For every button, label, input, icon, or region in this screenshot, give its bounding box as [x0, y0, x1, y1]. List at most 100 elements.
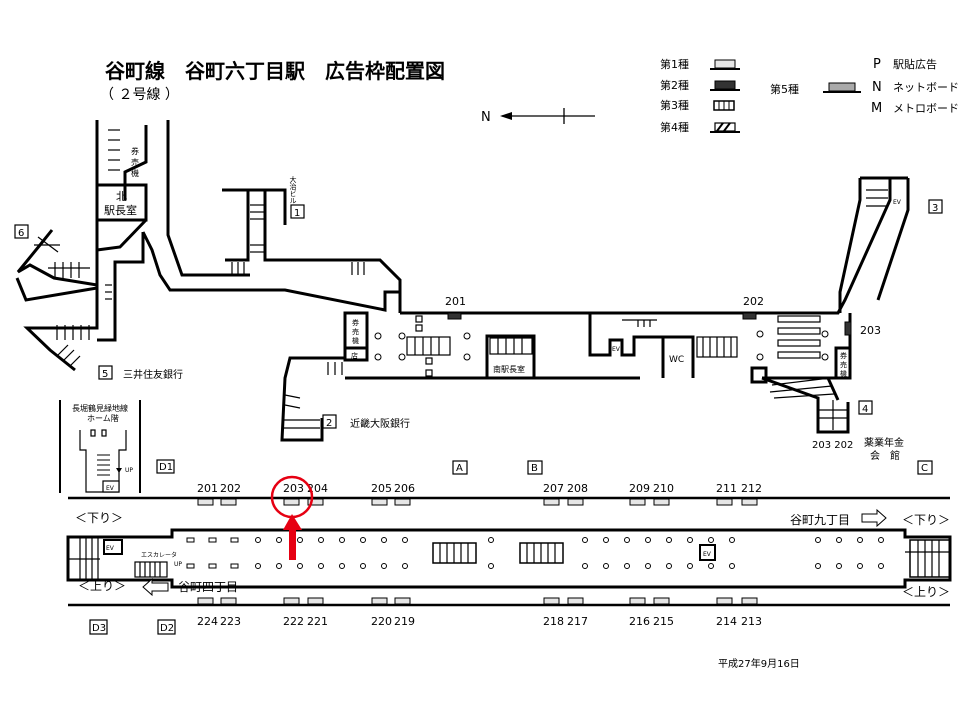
exit-2-number: 2 — [326, 418, 332, 429]
platform-pillar — [729, 537, 735, 543]
platform-ad-label: 219 — [394, 615, 415, 628]
destination-up: 谷町四丁目 — [178, 580, 238, 594]
legend-type1-label: 第1種 — [660, 57, 689, 71]
legend: 第1種 第2種 第3種 第4種 第5種 P 駅貼広告 N ネットボード M メト… — [660, 57, 959, 134]
concourse-ad-201 — [447, 312, 462, 320]
platform-ad-223 — [220, 597, 237, 605]
legend-type1-swatch — [714, 59, 736, 69]
legend-type3-label: 第3種 — [660, 98, 689, 112]
platform-pillar — [318, 563, 324, 569]
platform-pillar — [339, 563, 345, 569]
platform-ad-219 — [394, 597, 411, 605]
platform-ad-205 — [371, 498, 388, 506]
line-subtitle: （ ２号線 ） — [100, 87, 179, 103]
platform-pillar — [381, 537, 387, 543]
legend-type5-label: 第5種 — [770, 82, 799, 96]
platform-ad-label: 215 — [653, 615, 674, 628]
platform-pillar — [878, 537, 884, 543]
platform-pillar — [255, 537, 261, 543]
platform-ad-label: 223 — [220, 615, 241, 628]
legend-type2-swatch — [714, 80, 736, 90]
platform-ad-206 — [394, 498, 411, 506]
platform-pillar — [836, 563, 842, 569]
concourse-pillars — [374, 315, 829, 377]
north-office-label: 駅長室 — [104, 203, 137, 217]
platform-pillar — [645, 537, 651, 543]
platform-ad-label: 210 — [653, 482, 674, 495]
north-label: N — [481, 110, 491, 125]
gate-b: B — [531, 463, 538, 474]
platform-pillar — [687, 563, 693, 569]
legend-code-n: N — [872, 80, 882, 95]
ticket-machine-label: 機 — [131, 168, 139, 178]
platform-ad-label: 211 — [716, 482, 737, 495]
platform-pillar — [624, 537, 630, 543]
transfer-label: 長堀鶴見緑地線 — [72, 403, 128, 413]
platform-pillar — [878, 563, 884, 569]
platform-ad-201 — [197, 498, 214, 506]
platform-ad-label: 212 — [741, 482, 762, 495]
exit5-building-label: 三井住友銀行 — [123, 368, 183, 381]
platform-bench — [230, 537, 239, 543]
ev-label: EV — [106, 485, 115, 492]
platform-pillar — [729, 563, 735, 569]
platform-ad-218 — [543, 597, 560, 605]
up-label: UP — [125, 467, 133, 474]
legend-type2-label: 第2種 — [660, 78, 689, 92]
platform-ad-label: 216 — [629, 615, 650, 628]
platform-pillar — [645, 563, 651, 569]
legend-code-m: M — [871, 101, 882, 116]
ticket-machine-label: 売 — [131, 157, 139, 167]
platform-pillar — [276, 563, 282, 569]
platform-ad-label: 207 — [543, 482, 564, 495]
platform-pillar — [687, 537, 693, 543]
ticket-machine-label: 機 — [840, 369, 847, 378]
platform-bench — [186, 537, 195, 543]
gate-d2: D2 — [160, 623, 174, 634]
platform-ad-label: 224 — [197, 615, 218, 628]
exit-5-number: 5 — [102, 369, 108, 380]
platform-ev-label: EV — [106, 545, 115, 552]
platform-pillars — [186, 537, 884, 569]
shop-label: 店 — [351, 351, 358, 360]
platform-ad-label: 202 — [220, 482, 241, 495]
exit1-building-label: 大治ビル — [289, 175, 297, 204]
south-station-office — [485, 334, 536, 380]
ticket-machine-label: 機 — [352, 336, 359, 345]
north-office-label: 北 — [116, 190, 127, 203]
platform-pillar — [381, 563, 387, 569]
platform-ad-label: 222 — [283, 615, 304, 628]
platform-bench — [230, 563, 239, 569]
exit4-building-label: 薬業年金 — [864, 436, 904, 449]
platform-ad-216 — [629, 597, 646, 605]
platform-pillar — [582, 537, 588, 543]
platform-ad-209 — [629, 498, 646, 506]
platform-ev-label: EV — [703, 551, 712, 558]
highlight-arrow-icon — [283, 514, 302, 560]
legend-type4-swatch — [710, 122, 740, 133]
platform-ad-221 — [307, 597, 324, 605]
platform-ad-label: 221 — [307, 615, 328, 628]
arrow-left-icon — [142, 577, 169, 597]
concourse-ad-label: 202 — [743, 295, 764, 308]
platform-ad-label: 218 — [543, 615, 564, 628]
platform-ad-211 — [716, 498, 733, 506]
concourse-ad-label: 203 — [860, 324, 881, 337]
platform-ad-212 — [741, 498, 758, 506]
ticket-machine-label: 売 — [840, 360, 847, 369]
platform-pillar — [603, 563, 609, 569]
platform-pillar — [297, 537, 303, 543]
island-platform — [66, 528, 952, 589]
exit-6-number: 6 — [18, 228, 24, 239]
ticket-machine-label: 売 — [352, 327, 359, 336]
north-arrow-icon: N — [481, 108, 595, 125]
platform-pillar — [666, 537, 672, 543]
up-direction-label: ＜上り＞ — [78, 579, 126, 593]
south-office-label: 南駅長室 — [493, 364, 525, 374]
platform-ad-label: 209 — [629, 482, 650, 495]
arrow-right-icon — [861, 508, 887, 528]
exit4-building-label: 会 館 — [870, 449, 900, 462]
escalator-up-label: UP — [174, 561, 182, 568]
platform-pillar — [857, 563, 863, 569]
